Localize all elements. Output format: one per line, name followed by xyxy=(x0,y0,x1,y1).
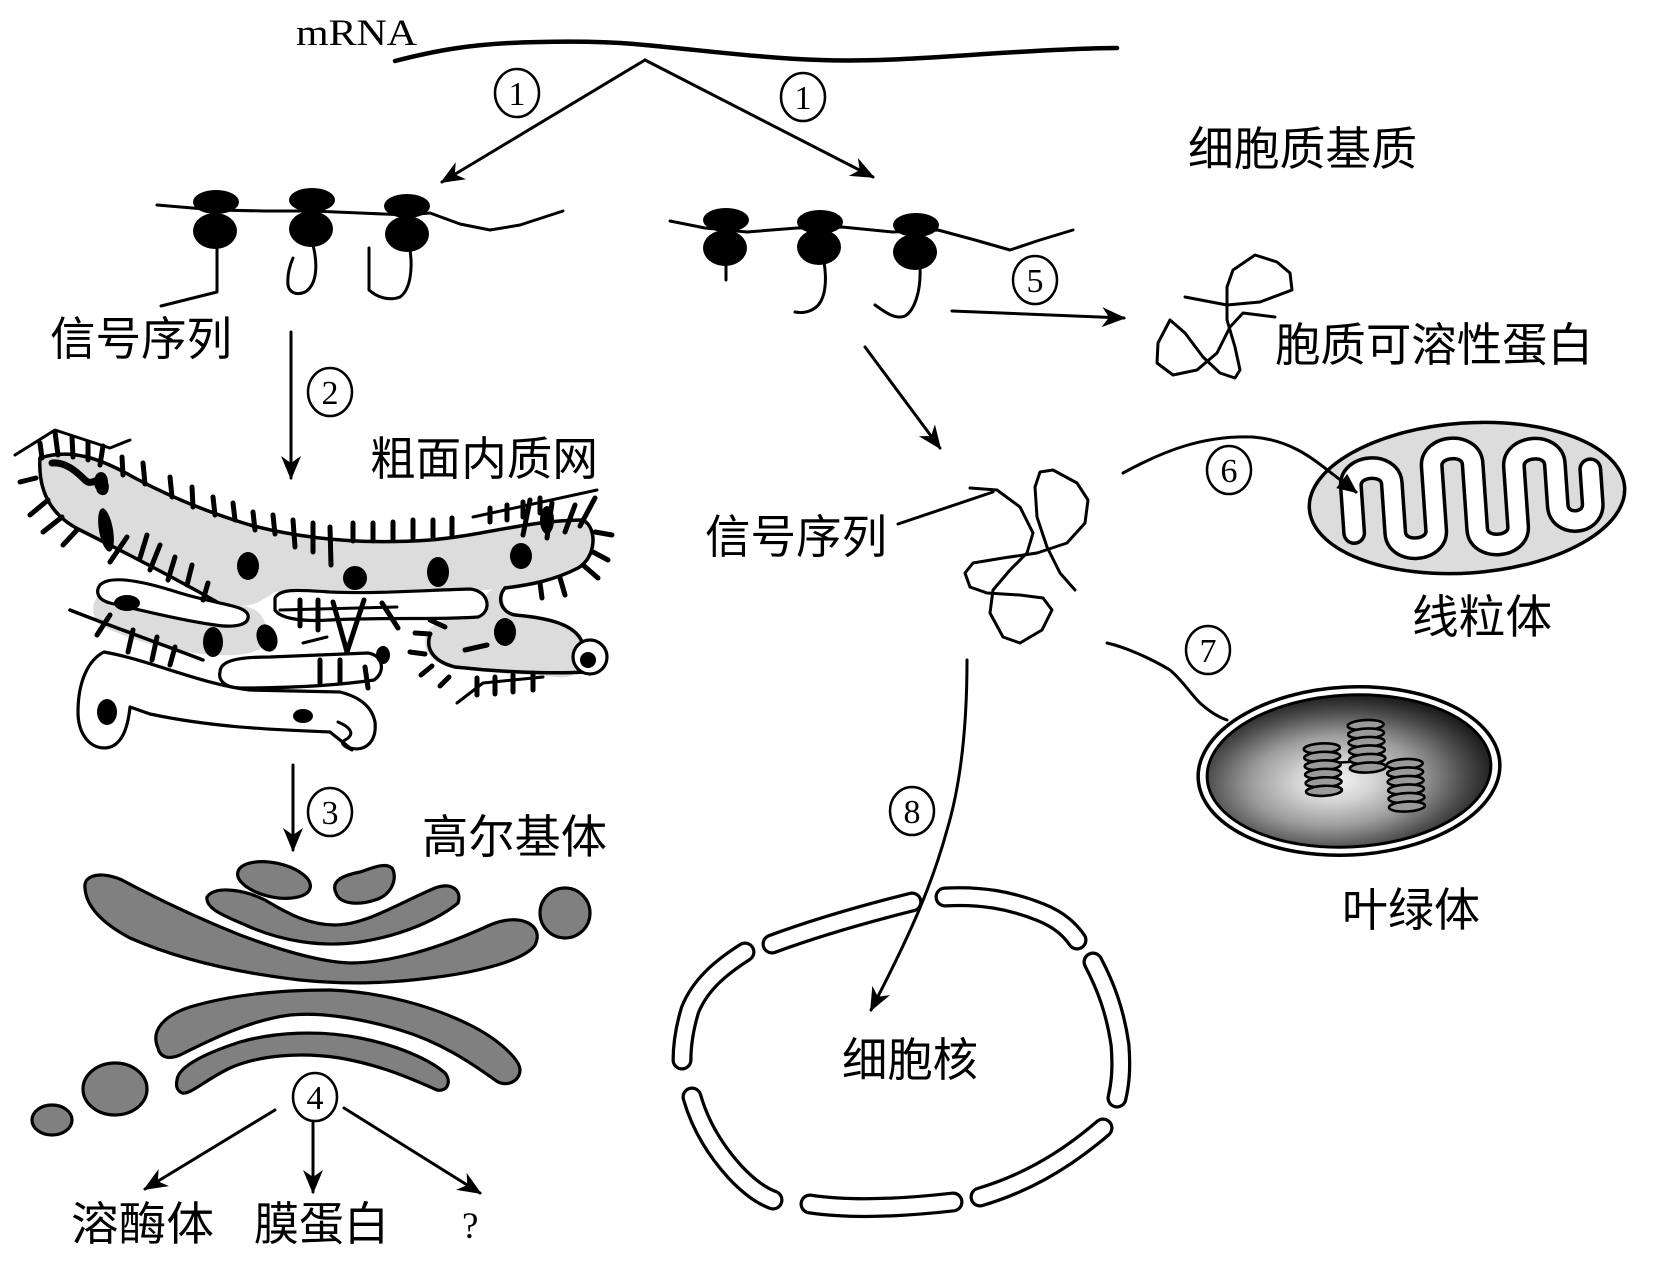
rough-endoplasmic-reticulum xyxy=(13,428,615,752)
step-number: 2 xyxy=(322,375,339,412)
step-circle xyxy=(1011,254,1059,306)
er-tubule-hook xyxy=(76,650,377,751)
arrow-to-free-polysome xyxy=(643,58,875,179)
step-number: 1 xyxy=(509,76,526,113)
mrna-label: mRNA xyxy=(296,13,417,54)
step-marker-1-left: 1 xyxy=(493,67,541,119)
step-number: 6 xyxy=(1221,453,1238,490)
mitochondrion xyxy=(1307,420,1627,576)
golgi-vesicle xyxy=(81,1061,149,1117)
mitochondrion-matrix xyxy=(1342,440,1602,557)
er-tubule xyxy=(218,651,383,690)
signal-peptide-tail xyxy=(159,245,219,308)
granum xyxy=(1302,742,1344,798)
step-number: 7 xyxy=(1200,633,1217,670)
step-marker-4: 4 xyxy=(291,1071,339,1123)
signal-sequence-label-right: 信号序列 xyxy=(705,510,887,564)
granum xyxy=(1385,757,1427,813)
er-lumen-proteins xyxy=(48,459,554,725)
step-marker-1-right: 1 xyxy=(779,71,827,123)
golgi-cisterna xyxy=(83,873,539,985)
rough-er-label: 粗面内质网 xyxy=(370,432,598,486)
golgi-vesicle xyxy=(236,860,312,900)
er-membrane-lower-right xyxy=(427,586,587,675)
step-number: 5 xyxy=(1027,263,1044,300)
arrow-to-unknown xyxy=(342,1106,482,1195)
cytoplasm-matrix-label: 细胞质基质 xyxy=(1188,122,1417,176)
step-circle xyxy=(779,71,827,123)
mitochondrion-label: 线粒体 xyxy=(1412,590,1552,644)
step-circle xyxy=(291,1071,339,1123)
ribosome xyxy=(797,210,843,265)
ribosome xyxy=(384,194,430,252)
er-membrane-lower-left xyxy=(68,608,205,662)
free-polysome xyxy=(668,208,1075,319)
ribosome xyxy=(893,213,939,270)
step-circle xyxy=(1184,624,1232,676)
golgi-cisterna xyxy=(154,988,522,1086)
step-marker-2: 2 xyxy=(306,366,354,418)
step-circle xyxy=(493,67,541,119)
nucleus-label: 细胞核 xyxy=(842,1033,978,1087)
ribosome xyxy=(193,190,239,249)
lysosome-label: 溶酶体 xyxy=(71,1197,214,1251)
er-tubule xyxy=(96,578,250,628)
nuclear-envelope-lumen xyxy=(674,889,1129,1215)
er-vesicle-content xyxy=(580,652,596,668)
step-number: 4 xyxy=(307,1080,324,1117)
step-circle xyxy=(888,785,936,837)
er-bound-polysome xyxy=(155,188,565,308)
arrow-to-targeted-protein xyxy=(863,345,942,450)
step-marker-7: 7 xyxy=(1184,624,1232,676)
ribosome xyxy=(289,188,335,247)
er-tubule-end-squiggle xyxy=(336,720,354,752)
nascent-peptide-tail xyxy=(873,266,922,319)
arrow-to-mitochondrion xyxy=(1121,435,1358,494)
mrna-strand xyxy=(392,39,1120,64)
er-membrane-left xyxy=(38,456,219,604)
targeted-protein-coil xyxy=(963,468,1090,645)
chloroplast-label: 叶绿体 xyxy=(1342,883,1480,937)
soluble-protein-label: 胞质可溶性蛋白 xyxy=(1275,318,1593,372)
arrow-to-er-polysome xyxy=(440,58,647,184)
golgi-cisterna xyxy=(174,1031,450,1095)
step-marker-6: 6 xyxy=(1205,444,1253,496)
step-marker-3: 3 xyxy=(306,786,354,838)
ribosome xyxy=(703,208,749,266)
unknown-destination-label: ? xyxy=(462,1206,478,1247)
step-marker-8: 8 xyxy=(888,785,936,837)
step-number: 3 xyxy=(322,795,339,832)
nascent-peptide-tail xyxy=(367,246,413,301)
golgi-vesicle xyxy=(538,886,592,940)
er-membrane-upper xyxy=(38,452,595,590)
er-ribosome-strands xyxy=(13,428,599,705)
granum xyxy=(1346,718,1388,774)
er-cisterna-main xyxy=(39,454,594,606)
arrow-to-lysosome xyxy=(143,1108,277,1191)
chloroplast xyxy=(1196,684,1502,858)
golgi-vesicle xyxy=(30,1103,74,1137)
membrane-protein-label: 膜蛋白 xyxy=(254,1197,389,1251)
soluble-protein-coil xyxy=(1155,253,1294,380)
step-circle xyxy=(306,786,354,838)
step-number: 8 xyxy=(904,794,921,831)
signal-sequence-label-left: 信号序列 xyxy=(50,312,232,366)
step-number: 1 xyxy=(795,80,812,117)
step-circle xyxy=(1205,444,1253,496)
golgi-cisterna xyxy=(205,884,461,946)
step-circle xyxy=(306,366,354,418)
golgi-label: 高尔基体 xyxy=(422,810,607,864)
arrow-to-nucleus xyxy=(869,658,969,1012)
step-marker-5: 5 xyxy=(1011,254,1059,306)
arrow-to-soluble-protein xyxy=(950,307,1126,328)
signal-sequence-pointer xyxy=(896,490,995,526)
nascent-peptide-tail xyxy=(793,260,827,314)
golgi-vesicle xyxy=(333,863,396,905)
arrow-to-chloroplast xyxy=(1105,641,1229,722)
nascent-peptide-tail xyxy=(286,243,318,296)
golgi-apparatus xyxy=(30,860,592,1137)
